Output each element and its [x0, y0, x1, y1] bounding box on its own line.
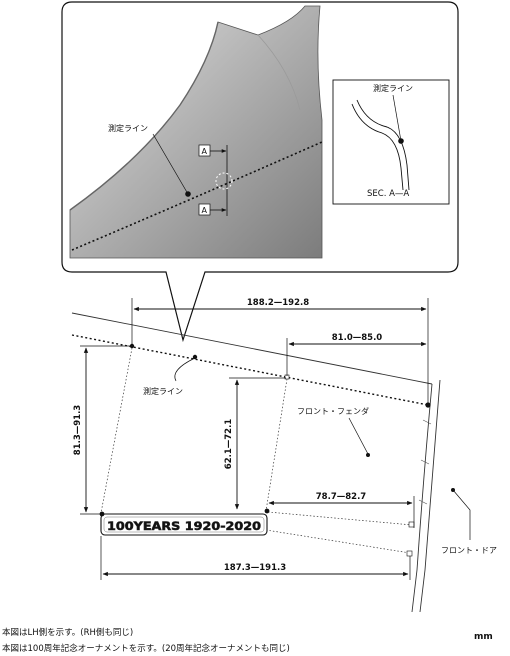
dim-emblem-right: 78.7—82.7: [316, 492, 367, 502]
unit-label: mm: [474, 632, 493, 642]
projection-lines: [100, 347, 413, 554]
emblem-corner-right: [264, 508, 270, 514]
section-profile-inner: [351, 103, 404, 191]
dim-right-span: 81.0—85.0: [332, 333, 383, 343]
door-front-edge-inner: [419, 379, 441, 613]
side-measure-line: [71, 334, 429, 406]
fender-top-edge: [71, 312, 433, 385]
panel-crease: [257, 34, 301, 111]
dim-top-span: 188.2—192.8: [247, 298, 309, 308]
side-view: 100YEARS 1920-2020 188.2—192.8 81.0—85.0…: [71, 298, 497, 613]
detail-callout: 測定ライン A A 測定ライン SEC. A—A: [61, 1, 459, 343]
section-marker-box-top: [198, 144, 211, 157]
door-edge-markers: [406, 521, 415, 557]
front-fender-leader: [348, 417, 369, 455]
side-measure-point-mid: [192, 354, 198, 360]
section-inset-box: [332, 79, 450, 205]
emblem-plate: [100, 513, 268, 536]
section-marker-box-bottom: [198, 203, 211, 216]
section-caption: SEC. A—A: [367, 189, 409, 199]
side-measure-point-right: [425, 402, 431, 408]
section-marker-bottom: A: [202, 206, 208, 215]
front-door-label: フロント・ドア: [441, 546, 497, 555]
dim-left-vertical: 81.3—91.3: [73, 405, 83, 456]
section-measure-label: 測定ライン: [373, 83, 413, 93]
note-ornament: 本図は100周年記念オーナメントを示す。(20周年記念オーナメントも同じ): [2, 644, 290, 654]
front-door-leader: [452, 489, 471, 540]
dim-center-vertical: 62.1—72.1: [224, 419, 234, 470]
door-front-edge: [411, 383, 433, 613]
side-measure-point-left: [129, 343, 135, 349]
front-fender-point: [366, 453, 370, 457]
emblem-corner-left: [99, 511, 105, 517]
front-fender-label: フロント・フェンダ: [297, 406, 369, 416]
measure-line-label: 測定ライン: [143, 386, 183, 396]
emblem-plate-inner: [103, 516, 265, 533]
measure-line-leader: [174, 357, 196, 382]
detail-measure-label: 測定ライン: [108, 123, 148, 133]
detail-measure-line: [71, 141, 323, 251]
detail-label-leader: [152, 133, 189, 195]
door-edge-segments: [418, 419, 432, 505]
dim-bottom-span: 187.3—191.3: [224, 563, 286, 573]
section-profile-outer: [356, 99, 410, 191]
section-marker-top: A: [202, 147, 208, 156]
wheel-arch-edge: [69, 21, 219, 211]
section-label-leader: [392, 94, 402, 142]
section-cut-circle: [215, 172, 233, 190]
emblem-text: 100YEARS 1920-2020: [107, 519, 261, 533]
note-side: 本図はLH側を示す。(RH側も同じ): [2, 628, 134, 638]
